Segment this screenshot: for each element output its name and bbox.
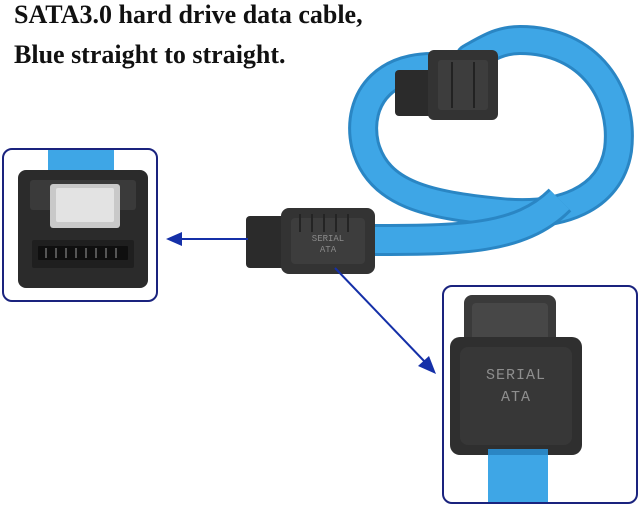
zoom-inset-connector-side: SERIAL ATA <box>442 285 638 504</box>
center-connector-label: SERIAL ATA <box>300 234 356 256</box>
connector-face-illustration <box>18 150 148 288</box>
caption-line-1: SATA3.0 hard drive data cable, <box>14 0 363 29</box>
zoom-inset-connector-face <box>2 148 158 302</box>
caption-line-2: Blue straight to straight. <box>14 40 286 69</box>
connector-side-molding-line1: SERIAL <box>485 367 546 384</box>
center-connector <box>246 208 375 274</box>
cable-coil <box>348 24 634 256</box>
center-connector-label-line2: ATA <box>319 245 337 255</box>
connector-side-molding: SERIAL ATA <box>460 365 572 409</box>
connector-side-illustration <box>450 295 582 502</box>
pointer-arrow-left <box>166 232 248 246</box>
center-connector-label-line1: SERIAL <box>311 234 345 244</box>
pointer-arrow-down-right <box>334 267 436 374</box>
connector-side-molding-line2: ATA <box>500 389 531 406</box>
top-connector <box>395 50 498 120</box>
